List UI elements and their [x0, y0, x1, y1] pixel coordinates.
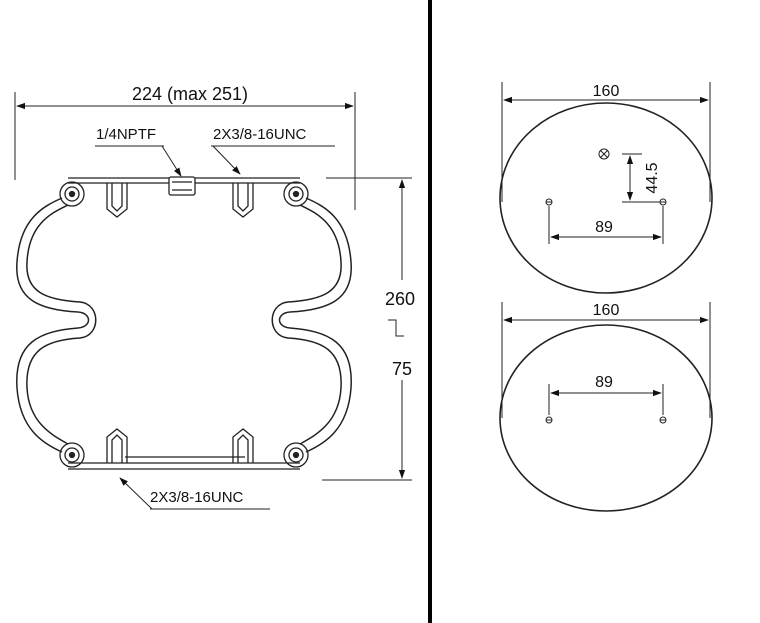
top-plate-port-symbol: [598, 148, 610, 160]
port-offset-label: 44.5: [644, 162, 661, 193]
bottom-bolt-spacing-dimension: [548, 384, 664, 415]
side-view: 224 (max 251) 1/4NPTF 2X3/8-16UNC: [14, 84, 415, 510]
overall-width-dimension: [14, 92, 356, 210]
bottom-bolts-label: 2X3/8-16UNC: [150, 489, 244, 506]
top-plate-diameter-label: 160: [593, 83, 620, 100]
top-plate-view: 160 44.5 89: [499, 82, 713, 294]
bottom-bead-plate: [68, 428, 300, 470]
port-offset-dimension: [622, 153, 660, 203]
top-bolts-leader: [212, 145, 241, 175]
top-bolts-label: 2X3/8-16UNC: [213, 126, 307, 143]
height-dimension: [322, 177, 412, 481]
panel-divider: [428, 0, 432, 623]
bottom-bolts-leader: [119, 477, 153, 510]
port-leader: [161, 145, 182, 177]
top-plate-bolt-holes: [545, 198, 667, 206]
port-thread-label: 1/4NPTF: [96, 126, 156, 143]
overall-width-label: 224 (max 251): [132, 84, 248, 104]
top-plate-diameter-dimension: [501, 82, 711, 202]
bellows-outline: [16, 197, 352, 453]
top-bead-plate: [68, 176, 300, 218]
bottom-plate-diameter-dimension: [501, 302, 711, 418]
bottom-plate-view: 160 89: [499, 302, 713, 512]
top-plate-outline: [499, 102, 713, 294]
bottom-bead-rolls: [59, 442, 309, 468]
bottom-plate-outline: [499, 324, 713, 512]
bottom-bolt-spacing-label: 89: [595, 374, 613, 391]
bottom-plate-diameter-label: 160: [593, 302, 620, 319]
bottom-plate-bolt-holes: [545, 416, 667, 424]
max-height-label: 260: [385, 289, 415, 309]
top-bolt-spacing-dimension: [548, 206, 664, 244]
top-bolt-spacing-label: 89: [595, 219, 613, 236]
top-bead-rolls: [59, 181, 309, 207]
min-height-label: 75: [392, 359, 412, 379]
